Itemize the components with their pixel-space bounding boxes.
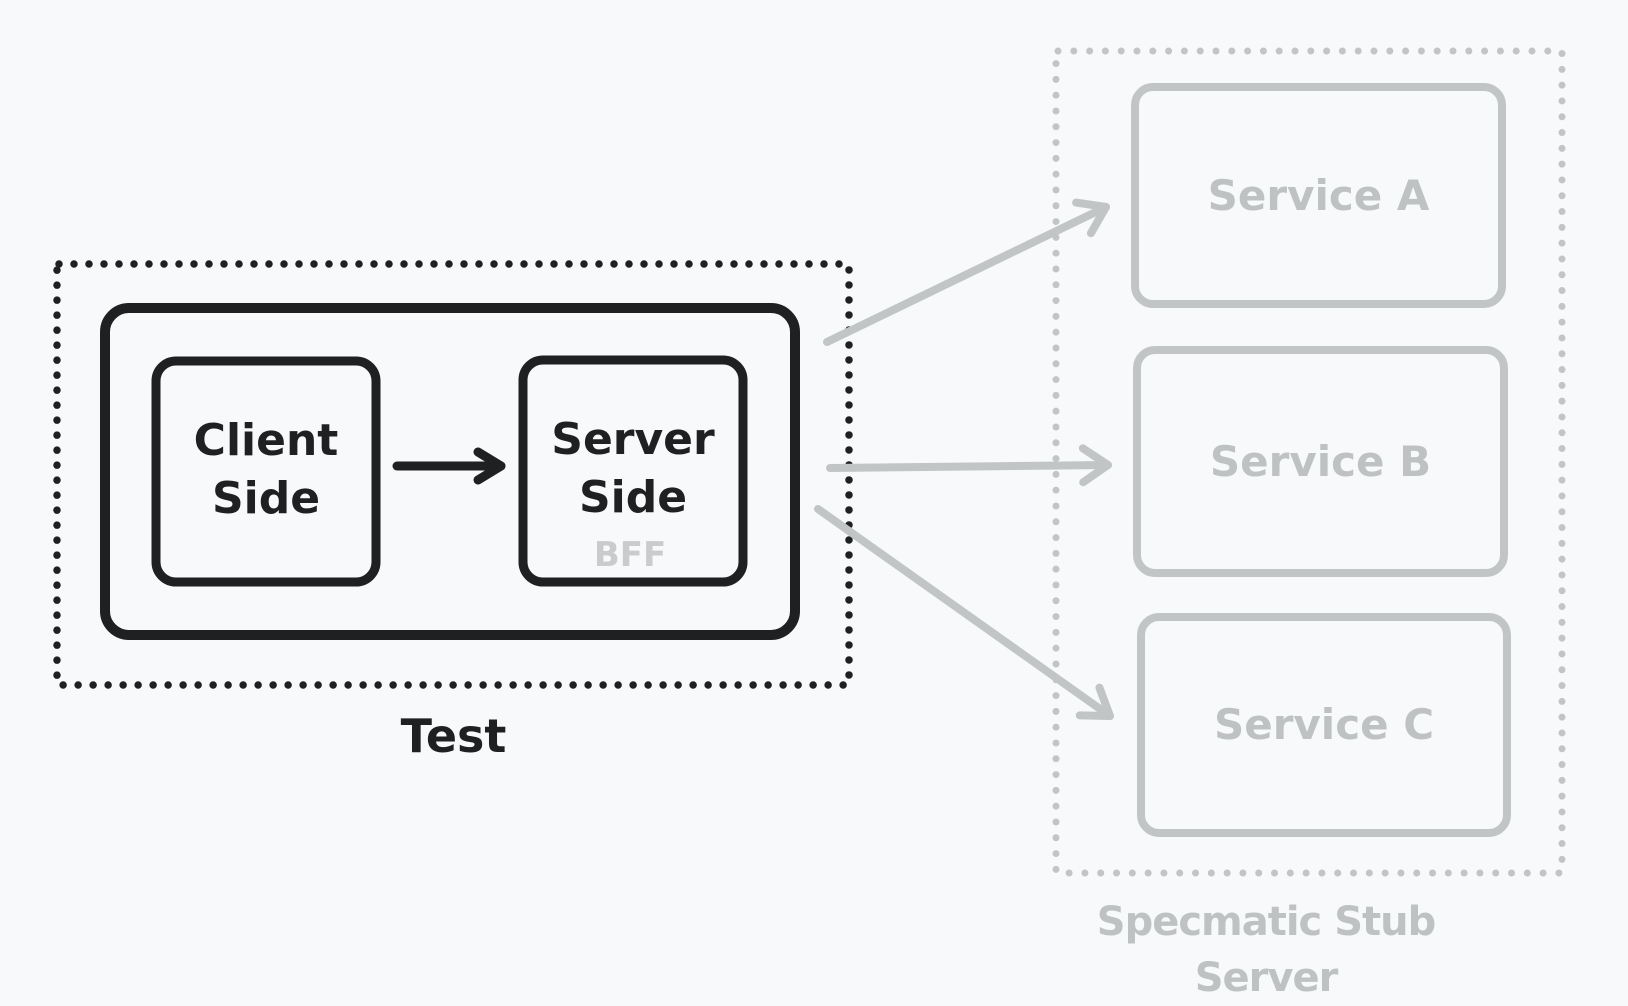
stub-server-caption: Specmatic Stub Server	[1096, 899, 1436, 1001]
service-b-box	[1133, 346, 1508, 577]
stub-server-boundary-box	[1052, 47, 1566, 877]
service-a-label: Service A	[1207, 171, 1430, 220]
arrow-to-service-c	[814, 505, 1114, 720]
test-system-box	[100, 303, 800, 640]
client-side-box	[151, 356, 381, 587]
service-b-label: Service B	[1209, 437, 1432, 486]
service-c-box	[1137, 613, 1511, 837]
test-boundary-box	[53, 260, 853, 689]
service-c-label: Service C	[1213, 700, 1435, 749]
service-a-box	[1131, 83, 1506, 308]
server-side-box	[518, 355, 748, 587]
arrow-to-service-b	[826, 444, 1112, 487]
server-side-label: Server Side	[551, 414, 715, 523]
bff-label: BFF	[593, 535, 667, 575]
test-caption: Test	[400, 709, 507, 763]
arrow-to-service-a	[823, 198, 1110, 346]
client-side-label: Client Side	[193, 415, 339, 524]
